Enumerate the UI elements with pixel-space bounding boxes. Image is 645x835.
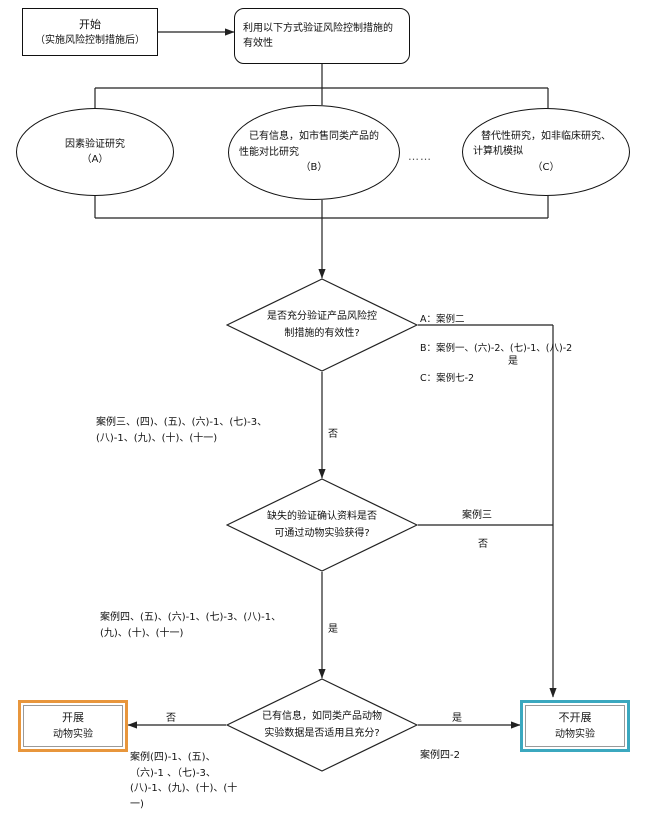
option-b-line-1: 已有信息，如市售同类产品的 bbox=[249, 131, 379, 143]
option-c-tag: （C） bbox=[532, 161, 560, 173]
option-a-ellipse: 因素验证研究 （A） bbox=[16, 108, 174, 196]
terminal-skip-animal-test: 不开展 动物实验 bbox=[520, 700, 630, 752]
terminal-do-inner: 开展 动物实验 bbox=[23, 705, 123, 747]
terminal-do-line-2: 动物实验 bbox=[53, 728, 93, 740]
note-decision-1-no: 案例三、(四)、(五)、(六)-1、(七)-3、 (八)-1、(九)、(十)、(… bbox=[96, 417, 268, 444]
decision-2-no-label: 否 bbox=[478, 539, 488, 550]
ellipsis-separator: …… bbox=[408, 150, 432, 163]
option-c-ellipse: 替代性研究，如非临床研究、 计算机模拟 （C） bbox=[462, 108, 630, 196]
decision-1-line-2: 制措施的有效性? bbox=[284, 328, 360, 339]
option-b-tag: （B） bbox=[300, 162, 328, 174]
decision-2-yes-label: 是 bbox=[328, 624, 338, 635]
decision-1-label: 是否充分验证产品风险控 制措施的有效性? bbox=[255, 308, 389, 342]
decision-3-yes-label: 是 bbox=[452, 713, 462, 724]
note-decision-3-no: 案例(四)-1、(五)、 （六)-1 、（七)-3、 (八)-1、(九)、(十)… bbox=[130, 752, 238, 810]
decision-2-shape bbox=[226, 478, 418, 572]
decision-2-label: 缺失的验证确认资料是否 可通过动物实验获得? bbox=[255, 508, 389, 542]
start-title: 开始 bbox=[79, 17, 101, 31]
option-a-text: 因素验证研究 bbox=[65, 138, 125, 150]
option-b-ellipse: 已有信息，如市售同类产品的 性能对比研究 （B） bbox=[228, 105, 400, 200]
legend-item-a: A：案例二 bbox=[420, 313, 465, 325]
start-box: 开始 （实施风险控制措施后） bbox=[22, 8, 158, 56]
decision-3-line-2: 实验数据是否适用且充分? bbox=[264, 728, 380, 739]
decision-1-shape bbox=[226, 278, 418, 372]
decision-3-label: 已有信息，如同类产品动物 实验数据是否适用且充分? bbox=[243, 708, 400, 742]
process-line-1: 利用以下方式验证风险控制措施的 bbox=[243, 22, 393, 34]
terminal-skip-inner: 不开展 动物实验 bbox=[525, 705, 625, 747]
decision-3: 已有信息，如同类产品动物 实验数据是否适用且充分? bbox=[226, 678, 418, 772]
legend-item-c: C：案例七-2 bbox=[420, 372, 475, 384]
decision-3-shape bbox=[226, 678, 418, 772]
process-box: 利用以下方式验证风险控制措施的 有效性 bbox=[234, 8, 410, 64]
option-c-line-2: 计算机模拟 bbox=[473, 146, 523, 158]
start-subtitle: （实施风险控制措施后） bbox=[35, 34, 145, 46]
note-decision-3-yes: 案例四-2 bbox=[420, 750, 460, 761]
legend-item-b: B：案例一、(六)-2、(七)-1、(八)-2 bbox=[420, 343, 573, 355]
legend-cases: A：案例二 B：案例一、(六)-2、(七)-1、(八)-2 C：案例七-2 bbox=[420, 298, 572, 401]
terminal-skip-line-1: 不开展 bbox=[558, 711, 592, 725]
option-c-line-1: 替代性研究，如非临床研究、 bbox=[481, 130, 611, 142]
note-decision-2-yes: 案例四、(五)、(六)-1、(七)-3、(八)-1、 (九)、(十)、(十一) bbox=[100, 612, 282, 639]
decision-1: 是否充分验证产品风险控 制措施的有效性? bbox=[226, 278, 418, 372]
decision-3-no-label: 否 bbox=[166, 713, 176, 724]
note-decision-2-no: 案例三 bbox=[462, 510, 492, 521]
process-line-2: 有效性 bbox=[243, 38, 273, 49]
decision-2-line-2: 可通过动物实验获得? bbox=[274, 528, 370, 539]
decision-1-no-label: 否 bbox=[328, 429, 338, 440]
decision-3-line-1: 已有信息，如同类产品动物 bbox=[262, 711, 382, 722]
decision-1-yes-label: 是 bbox=[508, 356, 518, 367]
decision-2-line-1: 缺失的验证确认资料是否 bbox=[266, 511, 377, 522]
option-b-line-2: 性能对比研究 bbox=[239, 146, 299, 158]
decision-1-line-1: 是否充分验证产品风险控 bbox=[266, 311, 377, 322]
terminal-do-line-1: 开展 bbox=[62, 711, 84, 725]
terminal-do-animal-test: 开展 动物实验 bbox=[18, 700, 128, 752]
decision-2: 缺失的验证确认资料是否 可通过动物实验获得? bbox=[226, 478, 418, 572]
option-a-tag: （A） bbox=[81, 154, 109, 165]
terminal-skip-line-2: 动物实验 bbox=[555, 728, 595, 740]
